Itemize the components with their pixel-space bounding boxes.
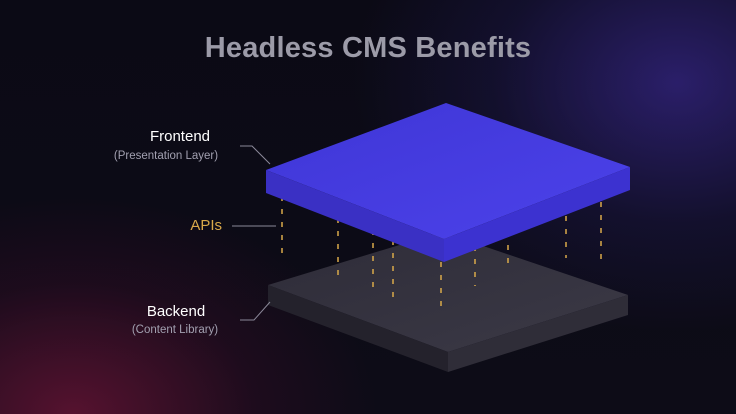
page-title: Headless CMS Benefits bbox=[204, 32, 532, 64]
backend-slab-top bbox=[268, 232, 628, 352]
apis-label: APIs bbox=[190, 217, 222, 234]
backend-slab bbox=[268, 232, 628, 372]
backend-leader-line bbox=[240, 301, 271, 321]
frontend-slab-right-side bbox=[444, 167, 630, 262]
frontend-label: Frontend bbox=[149, 128, 211, 145]
backend-label: Backend bbox=[146, 303, 206, 320]
frontend-slab-top bbox=[266, 103, 630, 239]
api-connectors bbox=[281, 196, 602, 312]
backend-slab-left-side bbox=[268, 285, 448, 372]
frontend-sublabel: (Presentation Layer) bbox=[113, 150, 219, 162]
frontend-slab-left-side bbox=[266, 170, 444, 262]
frontend-slab bbox=[266, 103, 630, 262]
backend-slab-right-side bbox=[448, 295, 628, 372]
backend-sublabel: (Content Library) bbox=[131, 324, 219, 336]
frontend-leader-line bbox=[240, 145, 271, 165]
